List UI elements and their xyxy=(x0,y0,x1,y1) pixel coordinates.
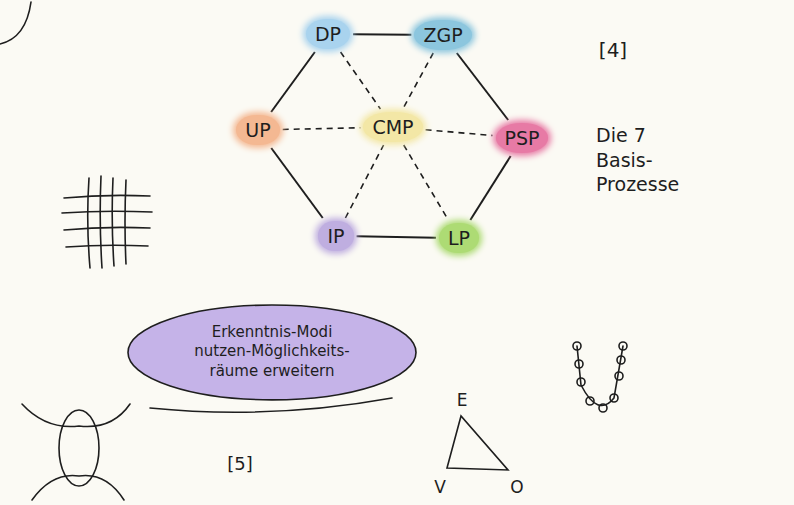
process-blob: UP xyxy=(236,115,279,145)
dashed-diagonal xyxy=(345,145,383,218)
ellipse-node: Erkenntnis-Modi nutzen-Möglichkeits- räu… xyxy=(127,304,417,401)
dashed-diagonal xyxy=(283,128,361,130)
process-label: IP xyxy=(327,225,344,247)
hexagon-edge xyxy=(271,148,323,218)
hexagon-edge xyxy=(357,236,436,237)
hexagon-edge xyxy=(353,33,411,36)
process-label: LP xyxy=(448,227,470,249)
triangle-vertex-label: E xyxy=(457,389,468,411)
hexagon-edge xyxy=(470,156,510,220)
beetle-symbol xyxy=(22,404,130,500)
triangle-vertex-label: O xyxy=(510,476,523,498)
process-label: PSP xyxy=(505,127,540,149)
dashed-diagonal xyxy=(426,130,493,136)
hexagon-edge xyxy=(271,52,315,112)
note-text: Erkenntnis-Modi nutzen-Möglichkeits- räu… xyxy=(184,323,360,382)
process-blob: LP xyxy=(439,223,479,253)
triangle-vertex-label: V xyxy=(434,476,446,498)
process-blob: IP xyxy=(318,221,353,251)
corner-arc xyxy=(0,2,31,44)
process-label: ZGP xyxy=(423,24,462,46)
callout-number: [5] xyxy=(227,452,253,475)
process-blob: PSP xyxy=(496,123,549,153)
side-note: Die 7 Basis- Prozesse xyxy=(596,123,696,197)
process-label: CMP xyxy=(372,116,413,138)
dashed-diagonal xyxy=(403,53,433,109)
hexagon-edge xyxy=(457,53,508,120)
process-label: UP xyxy=(245,119,270,141)
process-label: DP xyxy=(315,23,341,45)
triangle-symbol xyxy=(447,416,508,470)
dashed-diagonal xyxy=(341,52,381,109)
dashed-diagonal xyxy=(404,145,449,220)
grid-symbol xyxy=(62,176,152,268)
dot-chain-symbol xyxy=(573,342,627,412)
process-blob: CMP xyxy=(363,112,422,142)
callout-number: [4] xyxy=(599,37,627,63)
process-blob: ZGP xyxy=(414,20,471,50)
process-blob: DP xyxy=(306,19,350,49)
